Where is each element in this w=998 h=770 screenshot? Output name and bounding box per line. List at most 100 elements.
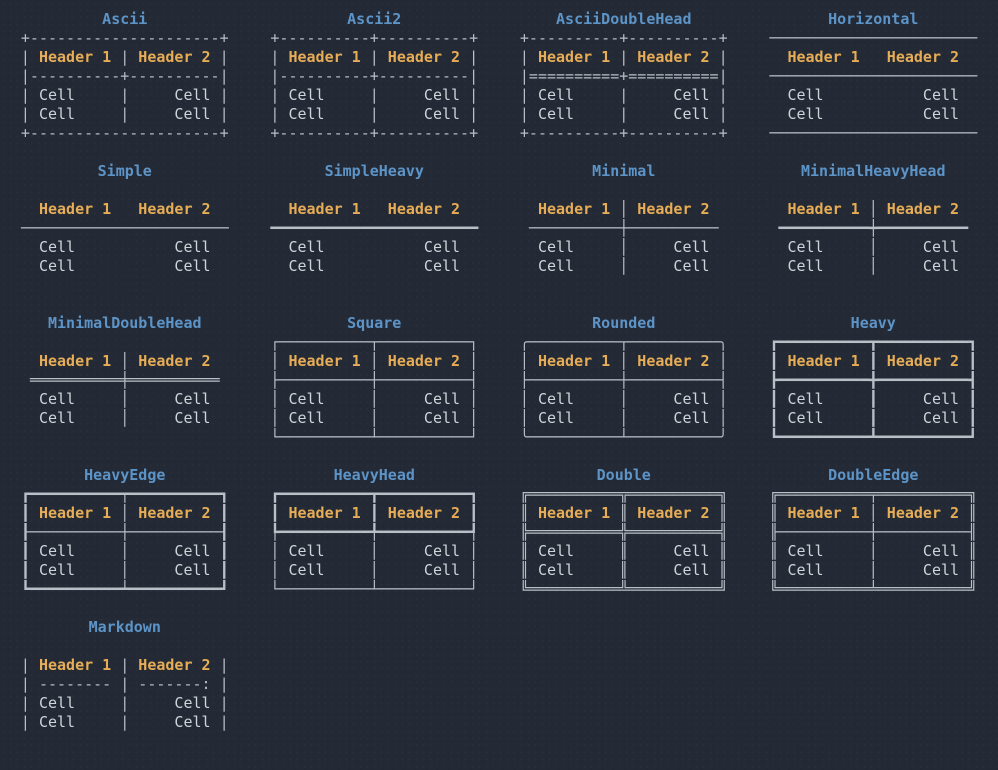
table-line: └──────────┴──────────┘ bbox=[270, 580, 478, 599]
table-line: ─────────────────────── bbox=[769, 124, 977, 143]
table-line: ─────────────────────── bbox=[769, 29, 977, 48]
table-ascii: +----------+----------+ | Header 1 | Head… bbox=[520, 29, 728, 143]
table-line: Header 1 │ Header 2 bbox=[520, 200, 728, 219]
table-line: ┏━━━━━━━━━━┳━━━━━━━━━━┓ bbox=[769, 333, 977, 352]
table-title: Ascii2 bbox=[347, 10, 401, 29]
table-line: +----------+----------+ bbox=[520, 124, 728, 143]
box-style-sample: Markdown | Header 1 | Header 2 || ------… bbox=[0, 618, 250, 770]
table-line: ║ Header 1 │ Header 2 ║ bbox=[769, 504, 977, 523]
table-line: ║ Header 1 ║ Header 2 ║ bbox=[520, 504, 728, 523]
box-style-sample: AsciiDoubleHead +----------+----------+|… bbox=[499, 10, 749, 162]
table-line: |==========+==========| bbox=[520, 67, 728, 86]
table-line: Header 1 │ Header 2 bbox=[769, 200, 977, 219]
table-line: Cell │ Cell bbox=[21, 390, 229, 409]
table-line: │ Cell │ Cell │ bbox=[520, 409, 728, 428]
box-style-sample: HeavyHead ┏━━━━━━━━━━┳━━━━━━━━━━┓┃ Heade… bbox=[250, 466, 500, 618]
table-line: ║ Cell ║ Cell ║ bbox=[520, 542, 728, 561]
table-line: ┃ Header 1 ┃ Header 2 ┃ bbox=[769, 352, 977, 371]
table-line: ╔══════════╤══════════╗ bbox=[769, 485, 977, 504]
box-style-sample: MinimalDoubleHead Header 1 │ Header 2 ══… bbox=[0, 314, 250, 466]
table-ascii: ╭──────────┬──────────╮│ Header 1 │ Head… bbox=[520, 333, 728, 447]
table-line: | Cell | Cell | bbox=[520, 86, 728, 105]
box-style-sample: Square ┌──────────┬──────────┐│ Header 1… bbox=[250, 314, 500, 466]
table-line: | Cell | Cell | bbox=[520, 105, 728, 124]
table-line: ─────────────────────── bbox=[769, 67, 977, 86]
table-line: ──────────┼────────── bbox=[520, 219, 728, 238]
box-style-sample: Minimal Header 1 │ Header 2 ──────────┼─… bbox=[499, 162, 749, 314]
table-title: HeavyEdge bbox=[84, 466, 165, 485]
table-line: │ Cell │ Cell │ bbox=[270, 561, 478, 580]
box-style-sample: Horizontal ─────────────────────── Heade… bbox=[749, 10, 998, 162]
box-style-sample: Double ╔══════════╦══════════╗║ Header 1… bbox=[499, 466, 749, 618]
table-title: MinimalHeavyHead bbox=[801, 162, 946, 181]
table-line: ├──────────┼──────────┤ bbox=[270, 371, 478, 390]
table-line: ╚══════════╩══════════╝ bbox=[520, 580, 728, 599]
table-line: Header 1 Header 2 bbox=[21, 200, 229, 219]
table-line: +---------------------+ bbox=[21, 124, 229, 143]
table-line: ╟──────────┼──────────╢ bbox=[769, 523, 977, 542]
table-line: | Cell | Cell | bbox=[21, 86, 229, 105]
table-line: Cell Cell bbox=[769, 105, 977, 124]
table-line: ━━━━━━━━━━┿━━━━━━━━━━ bbox=[769, 219, 977, 238]
table-line: Cell │ Cell bbox=[520, 238, 728, 257]
table-ascii: ┌──────────┬──────────┐│ Header 1 │ Head… bbox=[270, 333, 478, 447]
table-ascii: Header 1 │ Header 2 ══════════╪═════════… bbox=[21, 333, 229, 428]
table-line: +---------------------+ bbox=[21, 29, 229, 48]
table-line: ║ Cell │ Cell ║ bbox=[769, 561, 977, 580]
table-line: ┗━━━━━━━━━━┻━━━━━━━━━━┛ bbox=[769, 428, 977, 447]
table-ascii: Header 1 Header 2 ━━━━━━━━━━━━━━━━━━━━━━… bbox=[270, 181, 478, 276]
table-line: │ Header 1 │ Header 2 │ bbox=[520, 352, 728, 371]
table-line: Cell Cell bbox=[21, 238, 229, 257]
table-line: | Cell | Cell | bbox=[21, 105, 229, 124]
table-ascii: ─────────────────────── Header 1 Header … bbox=[769, 29, 977, 143]
table-ascii: Header 1 │ Header 2 ──────────┼─────────… bbox=[520, 181, 728, 276]
table-line: ║ Cell ║ Cell ║ bbox=[520, 561, 728, 580]
table-line: ┡━━━━━━━━━━╇━━━━━━━━━━┩ bbox=[270, 523, 478, 542]
box-style-sample: Heavy ┏━━━━━━━━━━┳━━━━━━━━━━┓┃ Header 1 … bbox=[749, 314, 998, 466]
table-line: │ Cell │ Cell │ bbox=[270, 542, 478, 561]
table-line: ┃ Header 1 │ Header 2 ┃ bbox=[21, 504, 229, 523]
table-line: | Header 1 | Header 2 | bbox=[21, 656, 229, 675]
table-line: ─────────────────────── bbox=[21, 219, 229, 238]
table-line: Header 1 Header 2 bbox=[270, 200, 478, 219]
box-style-sample: Ascii +---------------------+| Header 1 … bbox=[0, 10, 250, 162]
table-line: +----------+----------+ bbox=[270, 124, 478, 143]
table-line: ┌──────────┬──────────┐ bbox=[270, 333, 478, 352]
table-title: Rounded bbox=[592, 314, 655, 333]
table-line: ┠──────────┼──────────┨ bbox=[21, 523, 229, 542]
table-line: ┗━━━━━━━━━━┷━━━━━━━━━━┛ bbox=[21, 580, 229, 599]
table-line: | Header 1 | Header 2 | bbox=[520, 48, 728, 67]
table-line: Cell │ Cell bbox=[520, 257, 728, 276]
table-line: ┏━━━━━━━━━━┳━━━━━━━━━━┓ bbox=[270, 485, 478, 504]
table-line: | Cell | Cell | bbox=[21, 694, 229, 713]
table-line: ┏━━━━━━━━━━┯━━━━━━━━━━┓ bbox=[21, 485, 229, 504]
table-line: ╰──────────┴──────────╯ bbox=[520, 428, 728, 447]
table-line: | -------- | -------: | bbox=[21, 675, 229, 694]
table-title: Heavy bbox=[851, 314, 896, 333]
table-line: └──────────┴──────────┘ bbox=[270, 428, 478, 447]
table-line: Cell │ Cell bbox=[769, 257, 977, 276]
table-ascii: +---------------------+| Header 1 | Head… bbox=[21, 29, 229, 143]
table-line: ┃ Cell │ Cell ┃ bbox=[21, 561, 229, 580]
table-line: Header 1 Header 2 bbox=[769, 48, 977, 67]
table-line: +----------+----------+ bbox=[270, 29, 478, 48]
table-title: DoubleEdge bbox=[828, 466, 918, 485]
table-line: ╔══════════╦══════════╗ bbox=[520, 485, 728, 504]
table-line: ┃ Cell ┃ Cell ┃ bbox=[769, 390, 977, 409]
table-ascii: ╔══════════╤══════════╗║ Header 1 │ Head… bbox=[769, 485, 977, 599]
table-line: ├──────────┼──────────┤ bbox=[520, 371, 728, 390]
table-line: Cell Cell bbox=[270, 238, 478, 257]
table-line: Cell │ Cell bbox=[21, 409, 229, 428]
table-line: │ Cell │ Cell │ bbox=[270, 390, 478, 409]
table-line: Header 1 │ Header 2 bbox=[21, 352, 229, 371]
box-style-sample: Rounded ╭──────────┬──────────╮│ Header … bbox=[499, 314, 749, 466]
table-line: | Header 1 | Header 2 | bbox=[270, 48, 478, 67]
table-ascii: Header 1 │ Header 2 ━━━━━━━━━━┿━━━━━━━━━… bbox=[769, 181, 977, 276]
table-line: ┃ Cell ┃ Cell ┃ bbox=[769, 409, 977, 428]
table-line: │ Header 1 │ Header 2 │ bbox=[270, 352, 478, 371]
table-line: ╭──────────┬──────────╮ bbox=[520, 333, 728, 352]
table-line: ╠══════════╬══════════╣ bbox=[520, 523, 728, 542]
table-ascii: ┏━━━━━━━━━━┳━━━━━━━━━━┓┃ Header 1 ┃ Head… bbox=[270, 485, 478, 599]
table-line: Cell Cell bbox=[769, 86, 977, 105]
